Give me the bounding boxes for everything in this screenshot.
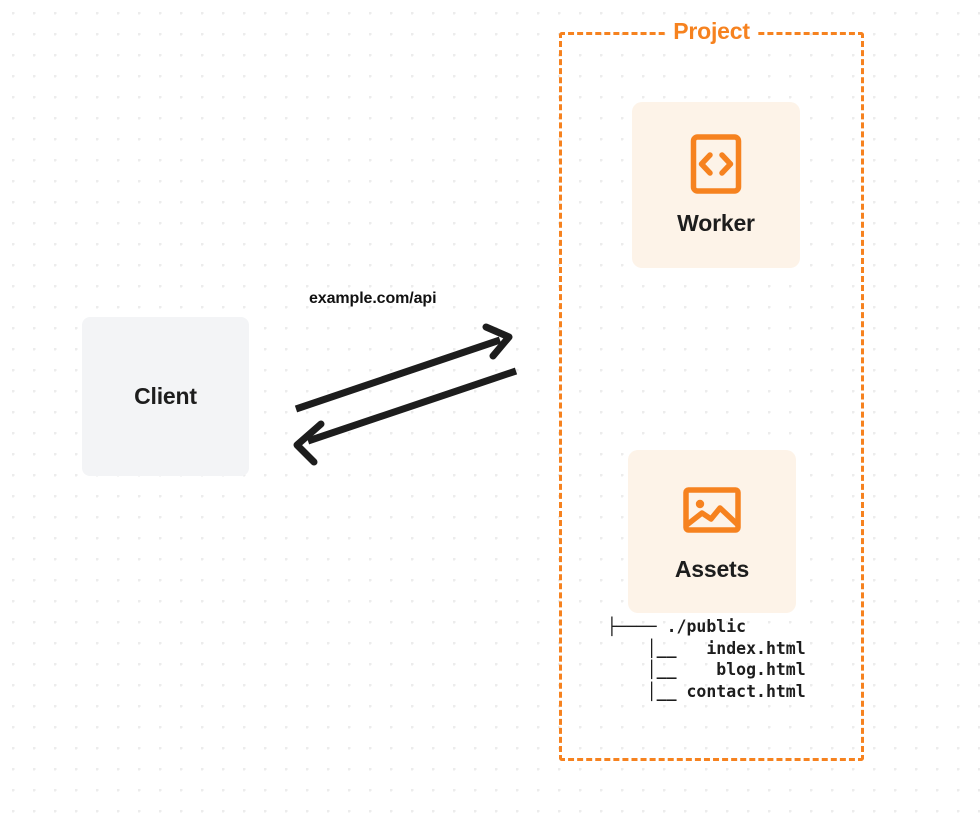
node-worker-label: Worker xyxy=(677,209,755,236)
arrow-request xyxy=(294,323,513,413)
arrow-response xyxy=(293,367,518,466)
node-worker[interactable]: Worker xyxy=(632,102,800,268)
image-picture-icon xyxy=(683,487,741,533)
connection-label-request: example.com/api xyxy=(309,290,437,307)
node-assets[interactable]: Assets xyxy=(628,450,796,613)
node-client-label: Client xyxy=(134,383,197,409)
node-client[interactable]: Client xyxy=(82,317,249,476)
asset-file-tree: ├──── ./public │__ index.html │__ blog.h… xyxy=(607,617,806,701)
node-assets-label: Assets xyxy=(674,556,750,582)
code-brackets-icon xyxy=(690,133,742,194)
project-title: Project xyxy=(666,18,757,45)
project-container: Project xyxy=(559,18,864,761)
